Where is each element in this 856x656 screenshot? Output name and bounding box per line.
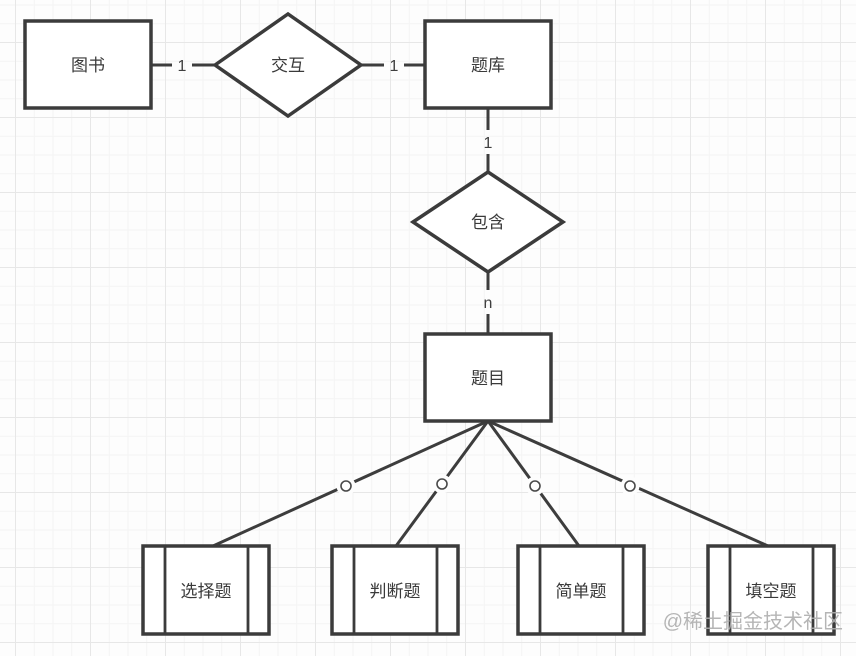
- qtype-simple: 简单题: [516, 544, 646, 636]
- qtype-judge-label: 判断题: [370, 582, 421, 601]
- qtype-choice-label: 选择题: [181, 582, 232, 601]
- relationship-interact: 交互: [211, 11, 365, 119]
- qtype-judge: 判断题: [330, 544, 460, 636]
- circle-marker-choice: [336, 476, 356, 496]
- entity-book-label: 图书: [71, 56, 105, 75]
- entity-question-bank: 题库: [423, 19, 553, 110]
- circle-marker-fill-blank: [620, 476, 640, 496]
- circle-marker-simple: [525, 476, 545, 496]
- relationship-contain-label: 包含: [471, 213, 505, 232]
- connector-book-interact: 1: [151, 58, 215, 75]
- relationship-interact-label: 交互: [271, 56, 305, 75]
- entity-question: 题目: [423, 332, 553, 423]
- cardinality-question-bank-contain: 1: [484, 135, 493, 152]
- connector-question-bank-contain: 1: [484, 108, 493, 172]
- entity-book: 图书: [23, 19, 153, 110]
- qtype-fill-blank-label: 填空题: [746, 582, 797, 601]
- entity-question-bank-label: 题库: [471, 56, 505, 75]
- watermark: @稀土掘金技术社区: [663, 610, 843, 633]
- cardinality-interact-question-bank: 1: [390, 58, 399, 75]
- entity-question-label: 题目: [471, 369, 505, 388]
- relationship-contain: 包含: [409, 169, 567, 275]
- circle-marker-judge: [432, 474, 452, 494]
- cardinality-contain-question: n: [484, 295, 493, 312]
- qtype-fill-blank: 填空题: [706, 544, 836, 636]
- qtype-simple-label: 简单题: [556, 582, 607, 601]
- connector-contain-question: n: [484, 272, 493, 334]
- cardinality-book-interact: 1: [178, 58, 187, 75]
- qtype-choice: 选择题: [141, 544, 271, 636]
- connector-interact-question-bank: 1: [361, 58, 425, 75]
